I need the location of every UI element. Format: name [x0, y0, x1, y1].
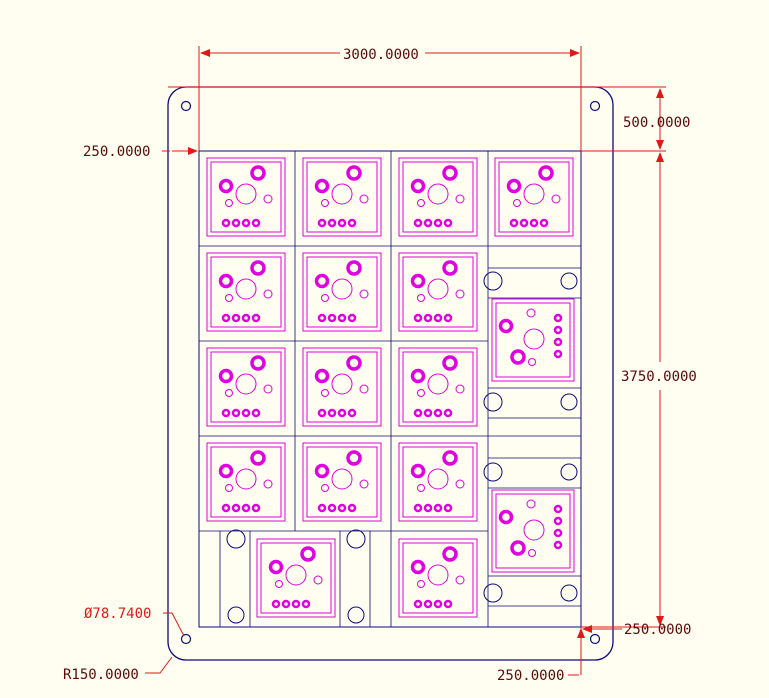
- module-layer: [206, 157, 575, 618]
- dim-hole-diameter: Ø78.7400: [84, 606, 151, 622]
- sensor-module-9: [302, 347, 382, 427]
- sensor-module-1: [206, 157, 286, 237]
- rotated-module-2: [491, 489, 575, 573]
- sensor-module-11: [206, 442, 286, 522]
- plate-outline: [167, 86, 614, 661]
- sensor-module-3: [398, 157, 478, 237]
- sensor-module-4: [494, 157, 574, 237]
- sensor-module-12: [302, 442, 382, 522]
- mounting-hole-top-right: [589, 100, 601, 112]
- tab-circles: [226, 271, 578, 624]
- dim-top-offset: 500.0000: [623, 115, 690, 131]
- sensor-module-7: [398, 252, 478, 332]
- grid-lines: [199, 151, 581, 627]
- mounting-hole-bottom-left: [180, 633, 192, 645]
- dim-top-width: 3000.0000: [343, 47, 419, 63]
- work-area: [198, 150, 582, 628]
- dim-total-height: 3750.0000: [621, 369, 697, 385]
- dim-right-offset: 250.0000: [624, 622, 691, 638]
- dimension-lines: [145, 46, 666, 676]
- mounting-hole-bottom-right: [589, 633, 601, 645]
- mounting-hole-top-left: [180, 100, 192, 112]
- sensor-module-5: [206, 252, 286, 332]
- sensor-module-14: [256, 538, 336, 618]
- dim-bottom-offset: 250.0000: [497, 668, 564, 684]
- sensor-module-6: [302, 252, 382, 332]
- sensor-module-8: [206, 347, 286, 427]
- sensor-module-13: [398, 442, 478, 522]
- sensor-module-2: [302, 157, 382, 237]
- sensor-module-15: [398, 538, 478, 618]
- rotated-module-1: [491, 298, 575, 382]
- dim-corner-radius: R150.0000: [63, 667, 139, 683]
- dim-left-offset: 250.0000: [83, 144, 150, 160]
- sensor-module-10: [398, 347, 478, 427]
